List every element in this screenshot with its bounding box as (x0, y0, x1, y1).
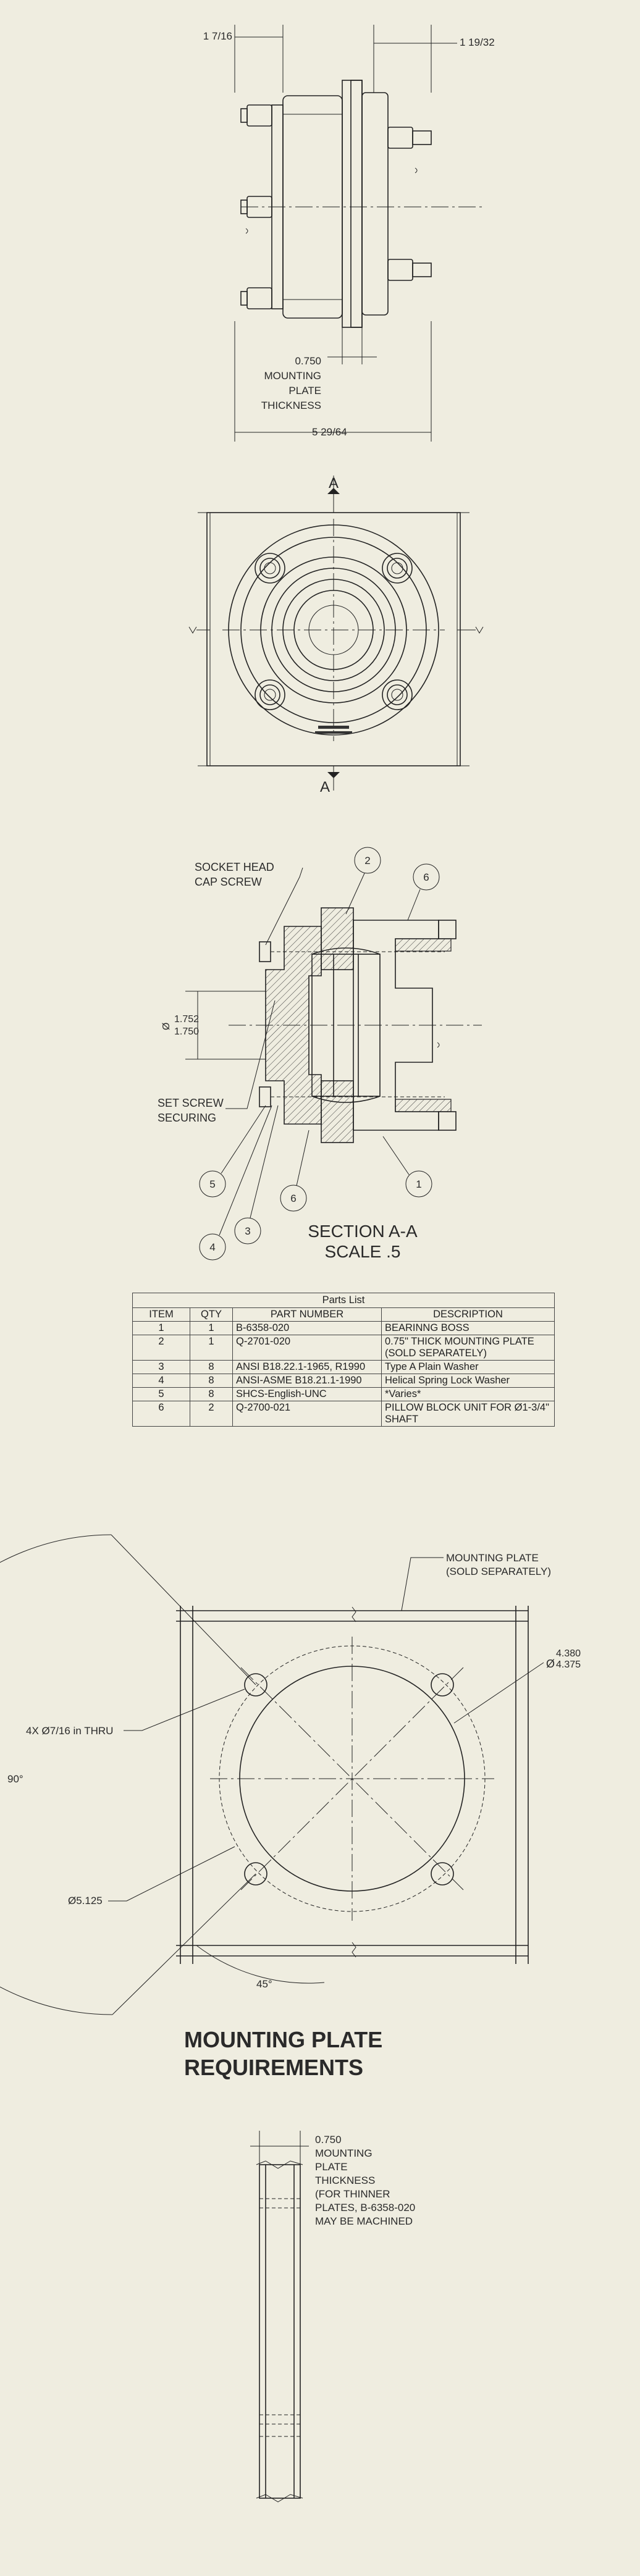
hole-callout: 4X Ø7/16 in THRU (26, 1725, 113, 1737)
bolt-circle-text: Ø5.125 (68, 1895, 103, 1907)
balloon-5: 5 (209, 1178, 215, 1190)
cell-qty: 1 (190, 1335, 233, 1361)
plate-requirements-title-2: REQUIREMENTS (184, 2055, 363, 2080)
thickness-value: 0.750 (315, 2134, 342, 2146)
bore-prefix: Ø (546, 1658, 555, 1670)
thickness-line5: PLATES, B-6358-020 (315, 2202, 415, 2213)
section-mark-bottom: A (320, 779, 330, 795)
plate-thickness-line2: PLATE (288, 385, 321, 396)
table-row: 1 1 B-6358-020 BEARINNG BOSS (132, 1321, 555, 1335)
cell-item: 6 (132, 1401, 190, 1427)
cell-part: B-6358-020 (232, 1321, 382, 1335)
cell-desc: Helical Spring Lock Washer (381, 1374, 555, 1388)
balloon-2: 2 (364, 855, 370, 866)
thickness-line1: MOUNTING (315, 2147, 373, 2159)
section-title: SECTION A-A (308, 1222, 418, 1241)
section-dia-prefix: Ø (161, 1023, 172, 1030)
table-row: 2 1 Q-2701-020 0.75" THICK MOUNTING PLAT… (132, 1335, 555, 1361)
callout-cap-screw-2: CAP SCREW (195, 876, 262, 888)
cell-part: ANSI-ASME B18.21.1-1990 (232, 1374, 382, 1388)
cell-desc: PILLOW BLOCK UNIT FOR Ø1-3/4" SHAFT (381, 1401, 555, 1427)
header-item: ITEM (132, 1307, 190, 1322)
angle-90-text: 90° (7, 1773, 23, 1785)
bore-bottom: 4.375 (556, 1659, 581, 1670)
cell-item: 1 (132, 1321, 190, 1335)
thickness-view: 0.750 MOUNTING PLATE THICKNESS (FOR THIN… (250, 2131, 415, 2503)
cell-part: SHCS-English-UNC (232, 1387, 382, 1401)
bore-top: 4.380 (556, 1648, 581, 1659)
callout-set-screw-2: SECURING (158, 1112, 216, 1124)
cell-part: ANSI B18.22.1-1965, R1990 (232, 1360, 382, 1374)
cell-item: 3 (132, 1360, 190, 1374)
cell-item: 5 (132, 1387, 190, 1401)
cell-desc: BEARINNG BOSS (381, 1321, 555, 1335)
thickness-line3: THICKNESS (315, 2175, 375, 2186)
plate-thickness-line3: THICKNESS (261, 400, 321, 411)
cell-desc: *Varies* (381, 1387, 555, 1401)
table-row: 5 8 SHCS-English-UNC *Varies* (132, 1387, 555, 1401)
parts-list-table: Parts List ITEM QTY PART NUMBER DESCRIPT… (132, 1293, 555, 1427)
side-view: 1 7/16 1 19/32 0.750 MOUNT (203, 25, 495, 442)
dim-left-text: 1 7/16 (203, 30, 232, 42)
parts-list-header-row: ITEM QTY PART NUMBER DESCRIPTION (132, 1307, 555, 1322)
table-row: 6 2 Q-2700-021 PILLOW BLOCK UNIT FOR Ø1-… (132, 1401, 555, 1427)
section-dia-top: 1.752 (174, 1014, 199, 1025)
parts-list-caption: Parts List (132, 1293, 555, 1307)
table-row: 3 8 ANSI B18.22.1-1965, R1990 Type A Pla… (132, 1360, 555, 1374)
mounting-plate-view: 90° 45° 4X Ø7/16 in THRU Ø5.125 MOUNTING… (0, 1534, 581, 2080)
section-scale: SCALE .5 (325, 1242, 401, 1261)
header-qty: QTY (190, 1307, 233, 1322)
angle-45-text: 45° (256, 1978, 272, 1990)
cell-part: Q-2701-020 (232, 1335, 382, 1361)
cell-qty: 8 (190, 1360, 233, 1374)
cell-qty: 8 (190, 1387, 233, 1401)
dim-right-text: 1 19/32 (460, 36, 495, 48)
cell-qty: 8 (190, 1374, 233, 1388)
section-view: Ø 1.752 1.750 SOCKET HEAD CAP SCREW SET … (158, 847, 482, 1261)
plate-thickness-value: 0.750 (295, 355, 321, 367)
balloon-1: 1 (416, 1178, 421, 1190)
cell-qty: 2 (190, 1401, 233, 1427)
callout-cap-screw-1: SOCKET HEAD (195, 861, 274, 873)
cell-part: Q-2700-021 (232, 1401, 382, 1427)
cell-qty: 1 (190, 1321, 233, 1335)
balloon-6-bottom: 6 (290, 1193, 296, 1204)
overall-length-text: 5 29/64 (312, 426, 347, 438)
cell-desc: 0.75" THICK MOUNTING PLATE (SOLD SEPARAT… (381, 1335, 555, 1361)
thickness-line6: MAY BE MACHINED (315, 2215, 413, 2227)
cell-item: 2 (132, 1335, 190, 1361)
balloon-4: 4 (209, 1241, 215, 1253)
plate-requirements-title-1: MOUNTING PLATE (184, 2027, 382, 2052)
plate-thickness-line1: MOUNTING (264, 370, 321, 382)
cell-item: 4 (132, 1374, 190, 1388)
plate-note-1: MOUNTING PLATE (446, 1552, 539, 1564)
thickness-line2: PLATE (315, 2161, 348, 2173)
callout-set-screw-1: SET SCREW (158, 1097, 224, 1109)
cell-desc: Type A Plain Washer (381, 1360, 555, 1374)
balloon-3: 3 (245, 1225, 250, 1237)
plate-note-2: (SOLD SEPARATELY) (446, 1566, 551, 1577)
header-description: DESCRIPTION (381, 1307, 555, 1322)
table-row: 4 8 ANSI-ASME B18.21.1-1990 Helical Spri… (132, 1374, 555, 1388)
balloon-6-top: 6 (423, 871, 429, 883)
header-part-number: PART NUMBER (232, 1307, 382, 1322)
section-dia-bottom: 1.750 (174, 1026, 199, 1037)
front-view: A A (188, 475, 484, 795)
section-mark-top: A (329, 475, 339, 492)
thickness-line4: (FOR THINNER (315, 2188, 390, 2200)
